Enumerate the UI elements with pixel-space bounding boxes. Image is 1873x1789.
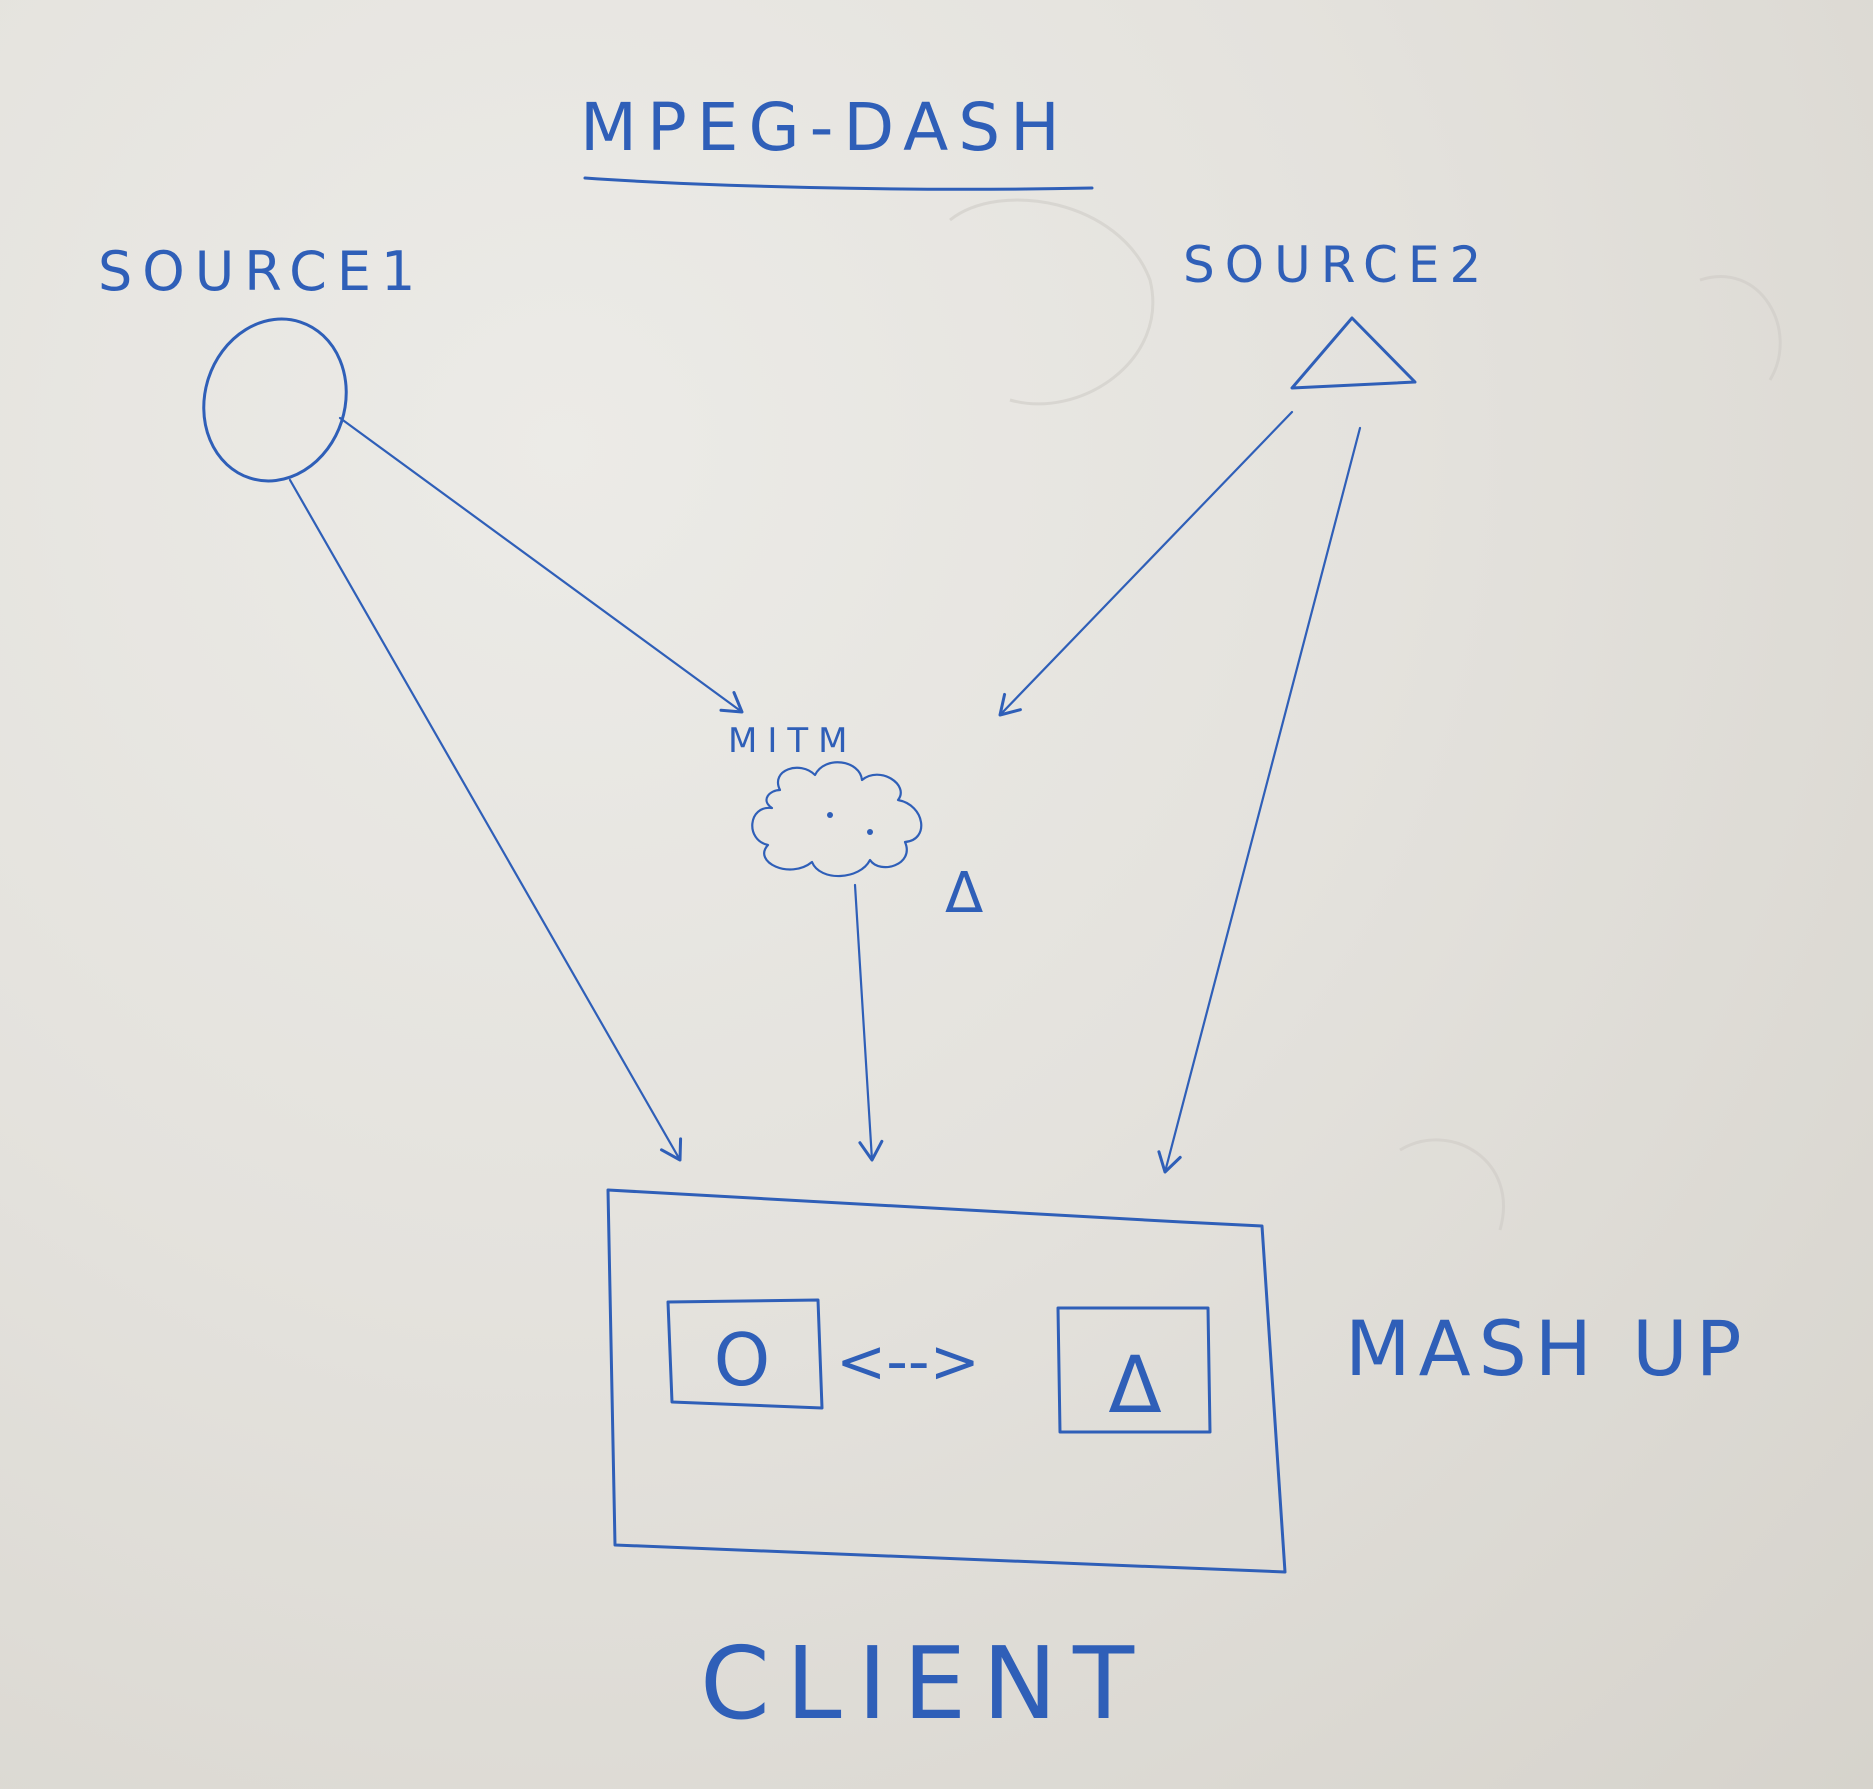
cloud-dot bbox=[867, 829, 873, 835]
arrow-source2-to-mitm bbox=[998, 410, 1294, 717]
diagram-title: MPEG-DASH bbox=[580, 89, 1070, 166]
tile-connector: <--> bbox=[836, 1327, 980, 1397]
cloud-dot bbox=[827, 812, 833, 818]
arrow-source1-to-mitm bbox=[338, 416, 744, 714]
client-label: CLIENT bbox=[700, 1625, 1150, 1742]
source1-label: SOURCE1 bbox=[98, 240, 425, 303]
right-video-tile bbox=[1056, 1306, 1212, 1434]
mitm-cloud-node bbox=[751, 761, 923, 878]
arrow-source2-to-client bbox=[1157, 426, 1362, 1174]
title-underline bbox=[583, 176, 1094, 191]
left-video-tile bbox=[666, 1298, 824, 1410]
source1-circle-node bbox=[202, 317, 348, 483]
arrow-mitm-to-client bbox=[853, 883, 884, 1162]
arrow-source1-to-client bbox=[288, 478, 683, 1162]
board-ghost-marks bbox=[949, 198, 1782, 1231]
mitm-label: MITM bbox=[728, 721, 857, 761]
right-tile-symbol: Δ bbox=[1108, 1341, 1161, 1431]
source2-triangle-node bbox=[1290, 316, 1417, 390]
client-box bbox=[606, 1188, 1287, 1574]
mashup-label: MASH UP bbox=[1345, 1304, 1750, 1393]
mitm-delta-note: Δ bbox=[945, 861, 983, 926]
left-tile-symbol: O bbox=[714, 1318, 771, 1402]
source2-label: SOURCE2 bbox=[1183, 236, 1491, 294]
